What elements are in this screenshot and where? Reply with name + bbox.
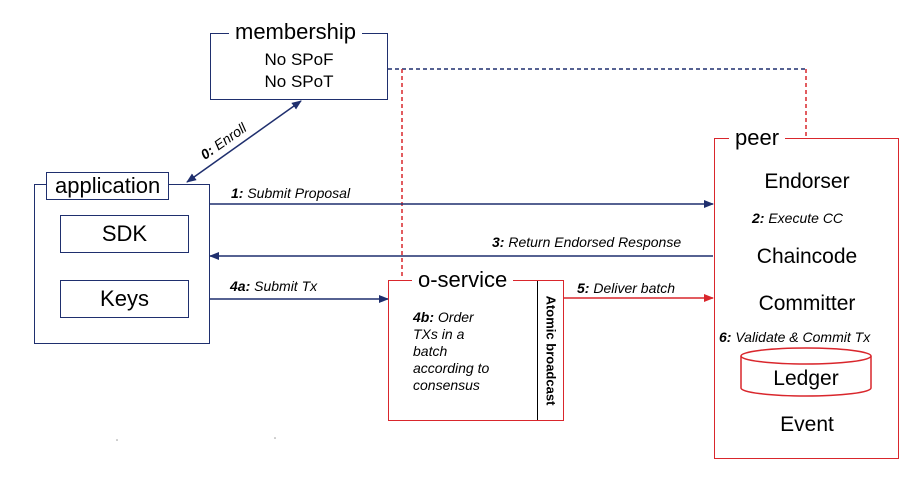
membership-lines: No SPoF No SPoT [211,49,387,93]
peer-chaincode: Chaincode [756,245,858,268]
membership-box: No SPoF No SPoT [210,33,388,100]
oservice-step-line-3: batch [413,343,448,359]
membership-title: membership [229,20,363,44]
peer-event: Event [780,413,834,436]
membership-line-2: No SPoT [264,72,334,91]
oservice-step-num: 4b: [413,309,434,325]
sdk-box: SDK [60,215,189,253]
submit-tx-text: Submit Tx [254,278,318,294]
submit-proposal-text: Submit Proposal [247,185,351,201]
submit-proposal-label: 1: Submit Proposal [231,185,350,201]
peer-endorser: Endorser [764,170,850,193]
oservice-title: o-service [412,268,514,292]
submit-tx-label: 4a: Submit Tx [230,278,317,294]
peer-title: peer [729,126,786,150]
return-num: 3: [492,234,505,250]
execute-num: 2: [752,210,765,226]
oservice-step-line-1: Order [437,309,474,325]
oservice-step-line-2: TXs in a [413,326,465,342]
atomic-broadcast-label: Atomic broadcast [543,295,558,406]
return-text: Return Endorsed Response [508,234,682,250]
deliver-num: 5: [577,280,590,296]
oservice-step-line-4: according to [413,360,490,376]
atomic-broadcast-box: Atomic broadcast [537,281,563,420]
keys-box: Keys [60,280,189,318]
application-box: SDK Keys [34,184,210,344]
enroll-arrow [186,100,302,183]
peer-validate-step: 6: Validate & Commit Tx [719,329,870,345]
peer-execute-step: 2: Execute CC [752,210,843,226]
oservice-step-text: 4b: Order TXs in a batch according to co… [413,309,489,394]
deliver-text: Deliver batch [593,280,676,296]
validate-num: 6: [719,329,732,345]
validate-text: Validate & Commit Tx [735,329,871,345]
oservice-box: 4b: Order TXs in a batch according to co… [388,280,564,421]
execute-text: Execute CC [768,210,844,226]
oservice-step-line-5: consensus [413,377,480,393]
submit-tx-num: 4a: [230,278,251,294]
membership-line-1: No SPoF [264,50,334,69]
submit-proposal-num: 1: [231,185,244,201]
peer-ledger: Ledger [773,367,839,390]
peer-box [714,138,899,459]
ledger-cylinder [740,347,872,397]
peer-committer: Committer [758,292,856,315]
deliver-batch-label: 5: Deliver batch [577,280,675,296]
return-response-label: 3: Return Endorsed Response [492,234,681,250]
application-title: application [46,172,170,200]
